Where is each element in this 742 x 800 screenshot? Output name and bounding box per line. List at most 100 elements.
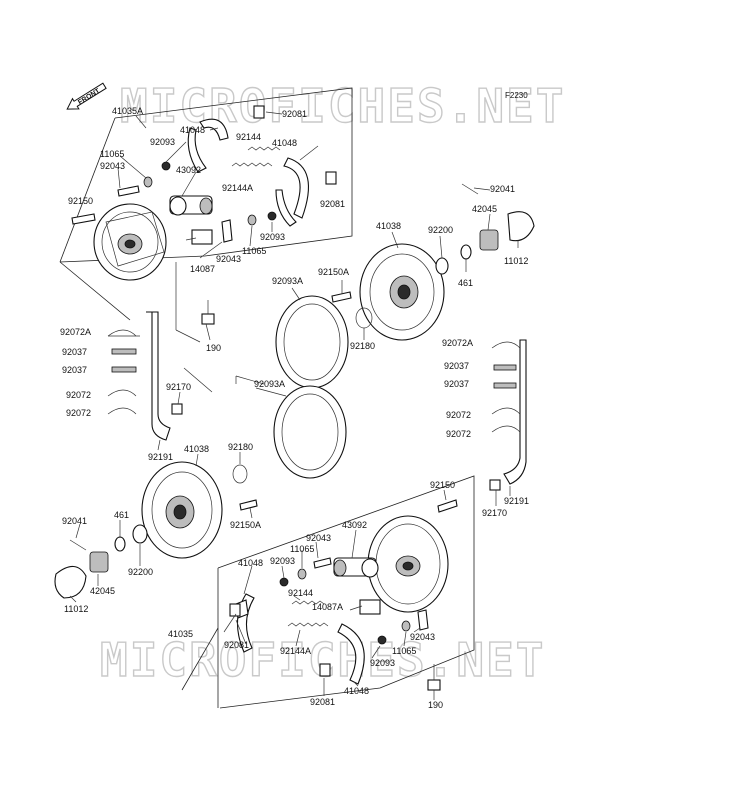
washer-92093-c <box>279 577 289 587</box>
washer-11065-b <box>247 214 257 226</box>
label-92037-right-1: 92037 <box>444 361 469 371</box>
diagram-code: F2230 <box>505 91 528 100</box>
label-92200-a: 92200 <box>428 225 453 235</box>
nut-461-bottom <box>114 536 126 552</box>
label-41048-a: 41048 <box>180 125 205 135</box>
clip-92081-right <box>325 171 337 185</box>
washer-92200-bottom <box>132 524 148 544</box>
label-43092-b: 43092 <box>342 520 367 530</box>
label-92150A-b: 92150A <box>230 520 261 530</box>
label-92093-a: 92093 <box>150 137 175 147</box>
label-92093-d: 92093 <box>370 658 395 668</box>
spring-92144-top <box>247 146 281 151</box>
label-92043-d: 92043 <box>410 632 435 642</box>
label-11065-a: 11065 <box>100 149 124 159</box>
label-11012-b: 11012 <box>64 604 88 614</box>
washer-92093-d <box>377 635 387 645</box>
label-92043-c: 92043 <box>306 533 331 543</box>
label-92200-b: 92200 <box>128 567 153 577</box>
cap-11012-bottom <box>54 565 87 599</box>
label-92191-b: 92191 <box>504 496 529 506</box>
label-14087: 14087 <box>190 264 215 274</box>
spring-92144A-top <box>231 162 273 167</box>
spring-92144-bottom <box>291 600 325 605</box>
label-92093A-a: 92093A <box>272 276 303 286</box>
label-92150-b: 92150 <box>430 480 455 490</box>
label-11065-c: 11065 <box>290 544 314 554</box>
drum-92093A-bottom <box>273 385 347 479</box>
pin-92043-c <box>313 557 332 569</box>
label-92037-left-2: 92037 <box>62 365 87 375</box>
label-92144A-b: 92144A <box>280 646 311 656</box>
label-11065-b: 11065 <box>242 246 266 256</box>
label-41038-a: 41038 <box>376 221 401 231</box>
label-41038-b: 41038 <box>184 444 209 454</box>
plate-14087A <box>359 599 381 615</box>
watermark-top: MICROFICHES.NET <box>120 79 565 133</box>
label-41048-c: 41048 <box>238 558 263 568</box>
washer-11065-a <box>143 176 153 188</box>
label-92081-c: 92081 <box>224 640 249 650</box>
label-41048-b: 41048 <box>272 138 297 148</box>
hose-92191-left <box>146 311 171 441</box>
clamp-92170-left <box>171 403 183 415</box>
hose-92191-right <box>503 339 527 485</box>
label-41035A: 41035A <box>112 106 143 116</box>
label-41035: 41035 <box>168 629 193 639</box>
washer-92093-b <box>267 211 277 221</box>
wheel-cylinder-bottom <box>333 557 379 578</box>
clip-92081-top <box>253 105 265 119</box>
label-92081-d: 92081 <box>310 697 335 707</box>
label-92043-a: 92043 <box>100 161 125 171</box>
hub-41038-bottom <box>141 461 223 559</box>
oring-92180-bottom <box>232 464 248 484</box>
brake-shoe-top-left <box>187 118 229 173</box>
plate-14087 <box>191 229 213 245</box>
bolt-92150-bottom <box>437 499 458 513</box>
clip-92081-lower <box>319 663 331 677</box>
label-92170-a: 92170 <box>166 382 191 392</box>
label-461-b: 461 <box>114 510 129 520</box>
label-92093-b: 92093 <box>260 232 285 242</box>
pin-92043-b <box>221 219 233 243</box>
label-92041-b: 92041 <box>62 516 87 526</box>
nut-42045-top <box>479 229 499 251</box>
label-92043-b: 92043 <box>216 254 241 264</box>
label-461-a: 461 <box>458 278 473 288</box>
label-190-a: 190 <box>206 343 221 353</box>
washer-92093-a <box>161 161 171 171</box>
label-42045-b: 42045 <box>90 586 115 596</box>
leader-lines <box>69 111 519 700</box>
washer-92200-top <box>435 257 449 275</box>
wheel-cylinder-top <box>169 195 213 216</box>
washer-11065-d <box>401 620 411 632</box>
bolt-92150A-bottom <box>239 499 258 511</box>
bolt-190-top <box>201 300 215 325</box>
nut-42045-bottom <box>89 551 109 573</box>
label-92191-a: 92191 <box>148 452 173 462</box>
label-92180-a: 92180 <box>350 341 375 351</box>
label-92072-right-1: 92072 <box>446 410 471 420</box>
washer-11065-c <box>297 568 307 580</box>
bolt-92150-a <box>71 213 96 225</box>
label-92144-b: 92144 <box>288 588 313 598</box>
watermark-bottom: MICROFICHES.NET <box>100 633 545 687</box>
pin-92041-bottom <box>69 539 87 551</box>
label-92072A-left: 92072A <box>60 327 91 337</box>
label-42045-a: 42045 <box>472 204 497 214</box>
frame-41035 <box>181 475 475 709</box>
label-92041-a: 92041 <box>490 184 515 194</box>
label-41048-d: 41048 <box>344 686 369 696</box>
label-92081-b: 92081 <box>320 199 345 209</box>
label-190-b: 190 <box>428 700 443 710</box>
upper-left-brake-drum <box>93 203 167 281</box>
nut-461-top <box>460 244 472 260</box>
label-92093A-b: 92093A <box>254 379 285 389</box>
label-92072-left-2: 92072 <box>66 408 91 418</box>
part-labels: 41035A 92081 41048 92093 92144 41048 110… <box>60 106 529 710</box>
cap-11012-top <box>507 211 535 242</box>
label-92144-a: 92144 <box>236 132 261 142</box>
label-11012-a: 11012 <box>504 256 528 266</box>
label-92081-top: 92081 <box>282 109 307 119</box>
